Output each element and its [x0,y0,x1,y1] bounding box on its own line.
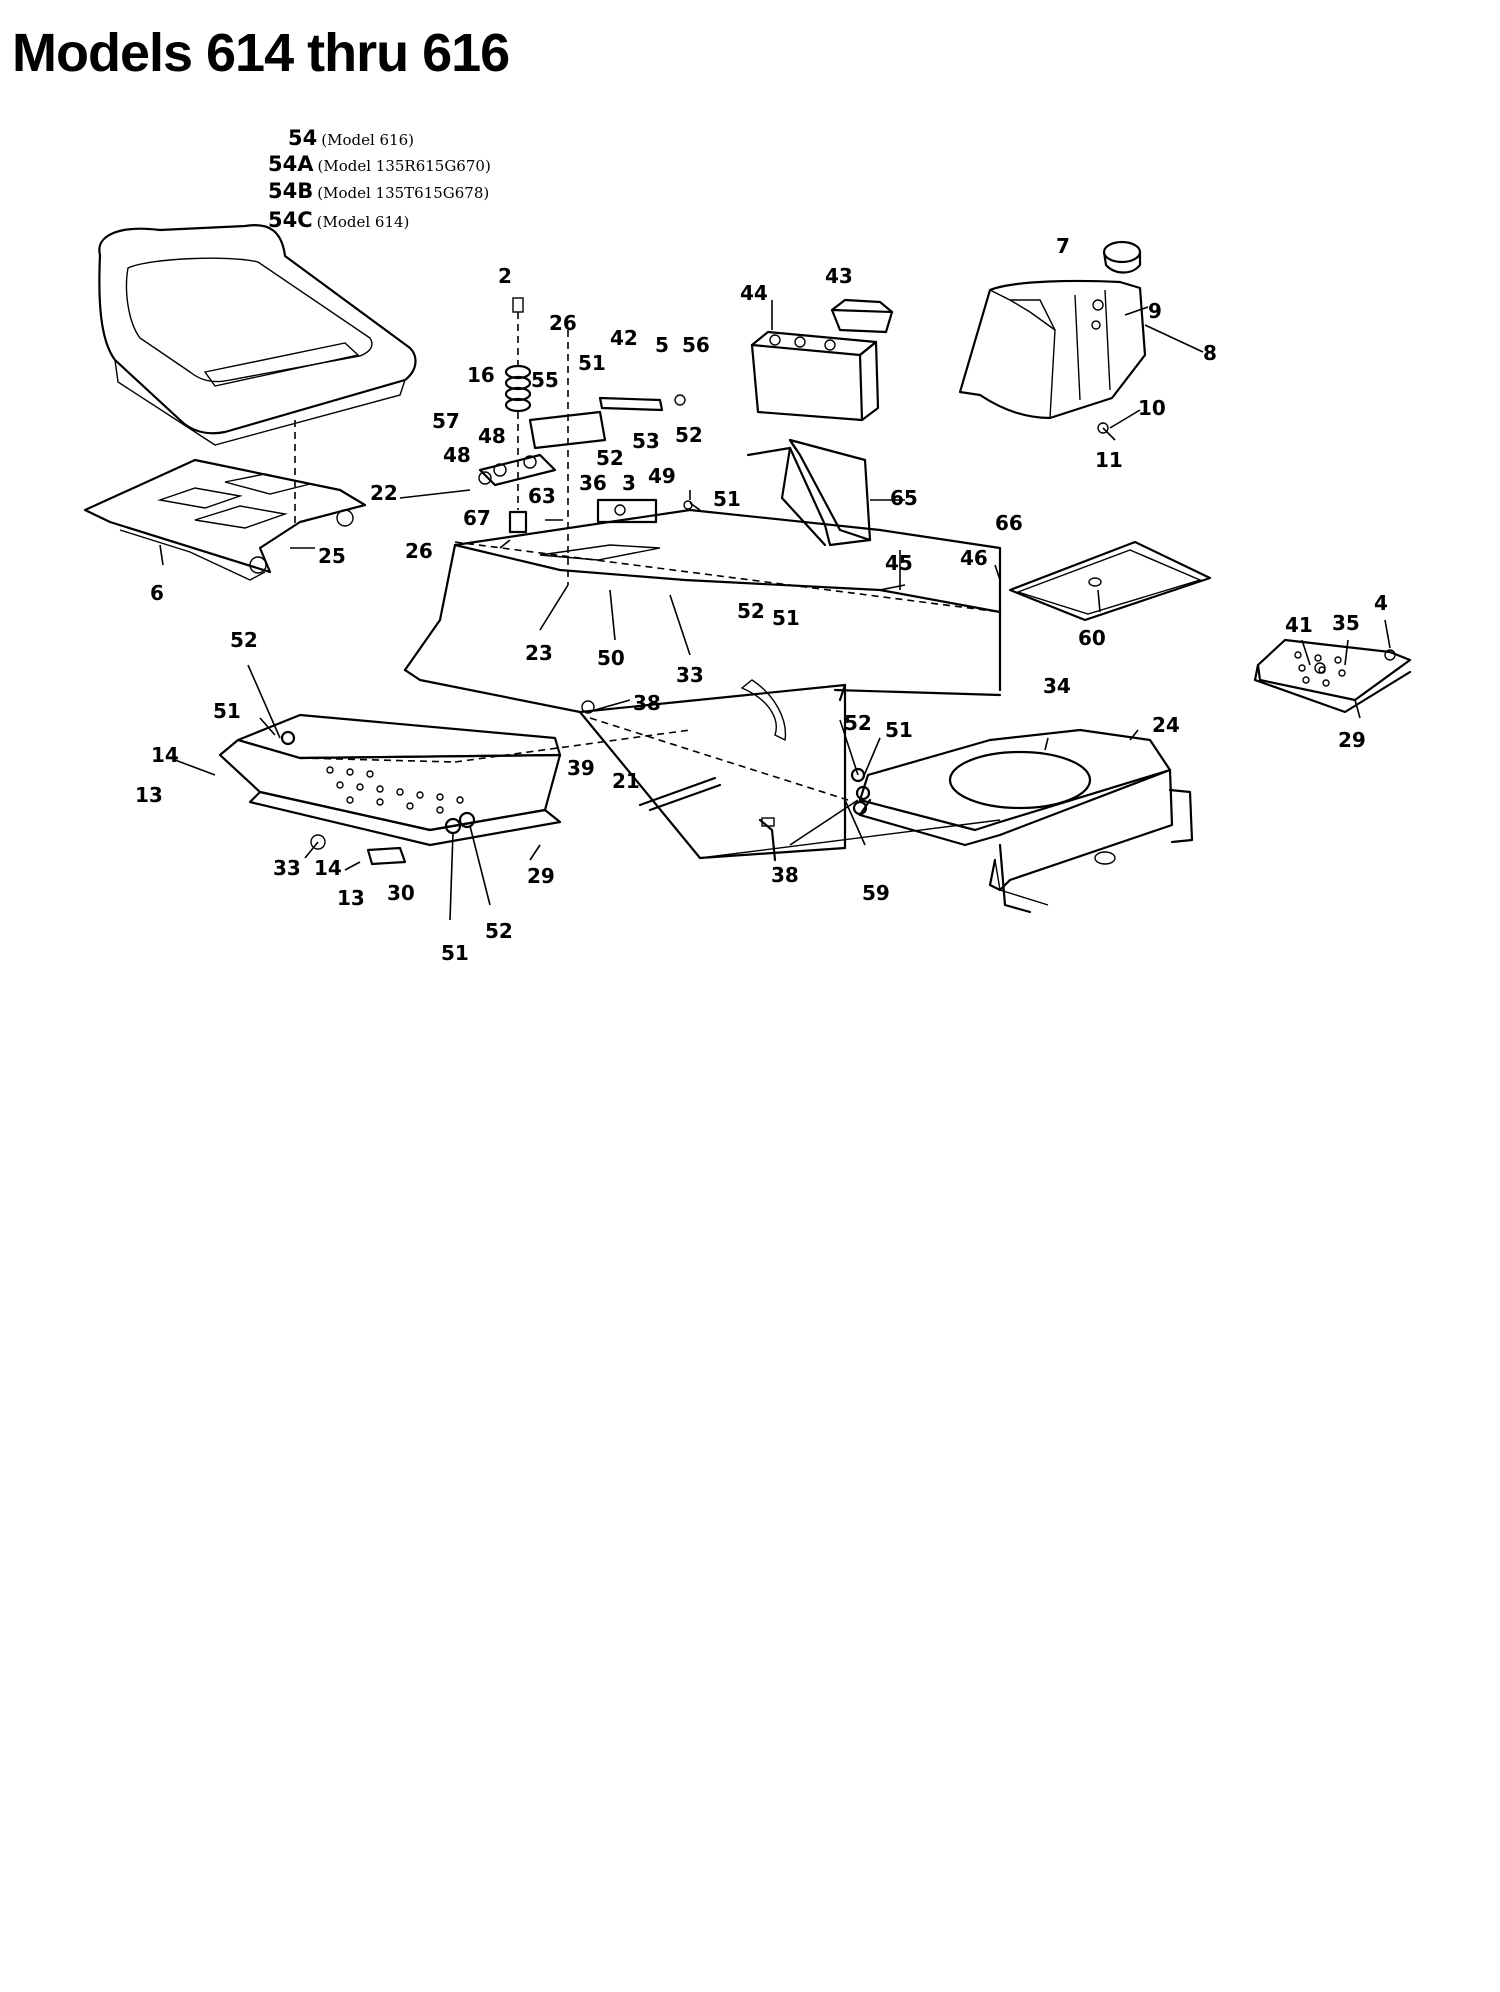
legend-item: 54A(Model 135R615G670) [268,152,491,176]
battery [750,330,880,422]
battery-tray [746,438,872,547]
bolt-spring-assembly [504,297,569,585]
callout-label: 55 [531,368,559,392]
legend-desc: (Model 614) [316,213,410,231]
callout-label: 52 [844,711,872,735]
seat [98,224,417,446]
callout-label: 51 [772,606,800,630]
callout-label: 11 [1095,448,1123,472]
callout-label: 35 [1332,611,1360,635]
callout-label: 51 [441,941,469,965]
callout-labels: 2 43 44 7 9 8 26 42 5 56 16 55 51 10 11 … [135,234,1388,965]
callout-label: 49 [648,464,676,488]
rear-frame [858,728,1194,914]
rod [454,541,1001,812]
callout-label: 50 [597,646,625,670]
callout-label: 14 [151,743,179,767]
callout-label: 51 [885,718,913,742]
callout-label: 51 [713,487,741,511]
callout-label: 13 [135,783,163,807]
callout-label: 16 [467,363,495,387]
callout-label: 57 [432,409,460,433]
callout-label: 3 [622,471,636,495]
callout-label: 53 [632,429,660,453]
callout-label: 6 [150,581,164,605]
legend-desc: (Model 616) [321,131,415,149]
callout-label: 8 [1203,341,1217,365]
callout-label: 23 [525,641,553,665]
callout-label: 38 [771,863,799,887]
callout-label: 48 [478,424,506,448]
callout-label: 52 [737,599,765,623]
legend-code: 54A [268,152,314,176]
callout-label: 52 [485,919,513,943]
page-title: Models 614 thru 616 [12,23,510,83]
footrest-left [218,713,562,847]
callout-label: 4 [1374,591,1388,615]
legend-desc: (Model 135R615G670) [317,157,491,175]
fuel-cap [1102,240,1142,274]
legend-item: 54C(Model 614) [268,208,409,232]
callout-label: 43 [825,264,853,288]
legend-item: 54(Model 616) [288,126,414,150]
callout-label: 26 [405,539,433,563]
callout-label: 42 [610,326,638,350]
callout-label: 25 [318,544,346,568]
footrest-right [1253,638,1412,714]
callout-label: 44 [740,281,768,305]
callout-label: 66 [995,511,1023,535]
legend-code: 54B [268,179,314,203]
legend-code: 54 [288,126,318,150]
callout-label: 67 [463,506,491,530]
callout-label: 29 [527,864,555,888]
seat-pan [83,458,367,581]
legend-item: 54B(Model 135T615G678) [268,179,489,203]
callout-label: 48 [443,443,471,467]
fuel-tank [958,279,1147,420]
legend-code: 54C [268,208,313,232]
callout-label: 63 [528,484,556,508]
callout-label: 51 [213,699,241,723]
callout-label: 39 [567,756,595,780]
callout-label: 7 [1056,234,1070,258]
callout-label: 52 [675,423,703,447]
callout-label: 60 [1078,626,1106,650]
callout-label: 33 [273,856,301,880]
callout-label: 34 [1043,674,1071,698]
callout-label: 24 [1152,713,1180,737]
callout-label: 33 [676,663,704,687]
callout-label: 13 [337,886,365,910]
callout-label: 51 [578,351,606,375]
battery-cap [830,298,894,334]
callout-label: 9 [1148,299,1162,323]
callout-label: 46 [960,546,988,570]
callout-label: 5 [655,333,669,357]
callout-label: 52 [596,446,624,470]
seat-bracket-hardware [478,394,693,524]
callout-label: 65 [890,486,918,510]
callout-label: 22 [370,481,398,505]
callout-label: 10 [1138,396,1166,420]
callout-label: 41 [1285,613,1313,637]
callout-label: 14 [314,856,342,880]
legend-desc: (Model 135T615G678) [317,184,490,202]
callout-label: 26 [549,311,577,335]
callout-label: 36 [579,471,607,495]
callout-label: 56 [682,333,710,357]
callout-label: 45 [885,551,913,575]
callout-label: 38 [633,691,661,715]
fender-body [403,508,1002,860]
leader-lines [159,300,1391,921]
access-panel [1008,540,1212,622]
callout-label: 59 [862,881,890,905]
callout-label: 52 [230,628,258,652]
callout-label: 21 [612,769,640,793]
callout-label: 29 [1338,728,1366,752]
callout-label: 2 [498,264,512,288]
callout-label: 30 [387,881,415,905]
